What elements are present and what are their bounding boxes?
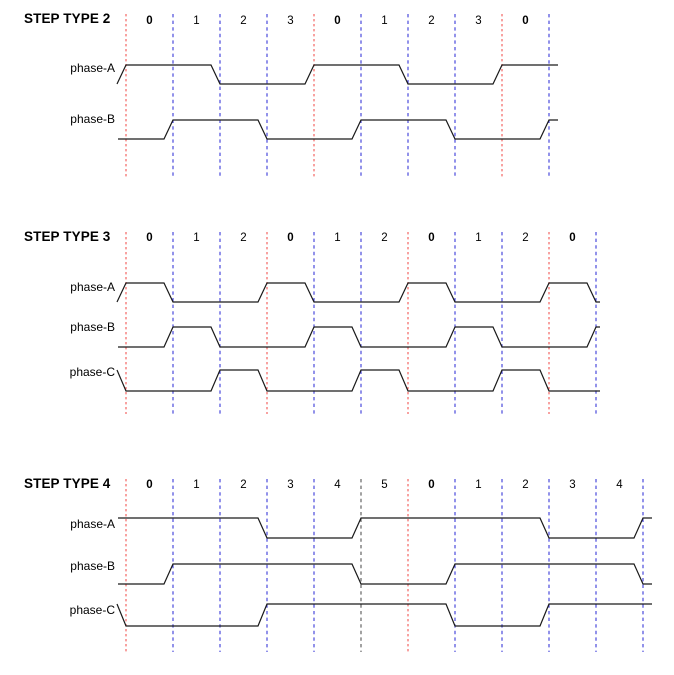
step-number: 0 bbox=[334, 15, 341, 27]
waveform-phase-A bbox=[116, 64, 558, 85]
step-number: 2 bbox=[240, 232, 247, 244]
step-number: 4 bbox=[616, 479, 623, 491]
waveform-phase-B bbox=[118, 326, 600, 348]
step-number: 0 bbox=[146, 232, 153, 244]
phase-label-phase-B: phase-B bbox=[70, 559, 115, 573]
section-title-step-type-3: STEP TYPE 3 bbox=[24, 229, 111, 244]
step-number: 1 bbox=[475, 479, 482, 491]
section-step-type-2 bbox=[116, 14, 558, 178]
step-number: 3 bbox=[287, 479, 294, 491]
step-number: 2 bbox=[240, 479, 247, 491]
phase-label-phase-B: phase-B bbox=[70, 320, 115, 334]
section-title-step-type-2: STEP TYPE 2 bbox=[24, 11, 111, 26]
waveform-phase-A bbox=[116, 282, 600, 303]
phase-label-phase-C: phase-C bbox=[69, 603, 115, 617]
step-number: 2 bbox=[240, 15, 247, 27]
step-number: 0 bbox=[428, 479, 435, 491]
step-number: 0 bbox=[522, 15, 529, 27]
section-step-type-4 bbox=[116, 479, 652, 652]
step-number: 1 bbox=[193, 232, 200, 244]
waveform-phase-C bbox=[116, 369, 600, 392]
waveform-phase-B bbox=[118, 119, 558, 140]
waveform-phase-A bbox=[118, 517, 652, 539]
section-step-type-3 bbox=[116, 232, 600, 414]
phase-label-phase-A: phase-A bbox=[70, 61, 115, 75]
phase-label-phase-B: phase-B bbox=[70, 112, 115, 126]
step-number: 4 bbox=[334, 479, 341, 491]
step-number: 1 bbox=[334, 232, 341, 244]
phase-label-phase-A: phase-A bbox=[70, 280, 115, 294]
step-number: 0 bbox=[146, 15, 153, 27]
step-number: 0 bbox=[287, 232, 294, 244]
step-number: 0 bbox=[428, 232, 435, 244]
step-number: 3 bbox=[475, 15, 482, 27]
waveform-phase-C bbox=[116, 603, 652, 627]
step-number: 1 bbox=[381, 15, 388, 27]
step-number: 2 bbox=[522, 479, 529, 491]
step-number: 5 bbox=[381, 479, 388, 491]
phase-label-phase-A: phase-A bbox=[70, 517, 115, 531]
step-number: 0 bbox=[569, 232, 576, 244]
step-number: 2 bbox=[522, 232, 529, 244]
step-number: 0 bbox=[146, 479, 153, 491]
step-number: 3 bbox=[287, 15, 294, 27]
step-number: 2 bbox=[428, 15, 435, 27]
step-number: 1 bbox=[475, 232, 482, 244]
step-number: 2 bbox=[381, 232, 388, 244]
section-title-step-type-4: STEP TYPE 4 bbox=[24, 476, 111, 491]
phase-label-phase-C: phase-C bbox=[69, 365, 115, 379]
step-number: 1 bbox=[193, 479, 200, 491]
waveform-phase-B bbox=[118, 563, 652, 585]
step-number: 3 bbox=[569, 479, 576, 491]
step-number: 1 bbox=[193, 15, 200, 27]
